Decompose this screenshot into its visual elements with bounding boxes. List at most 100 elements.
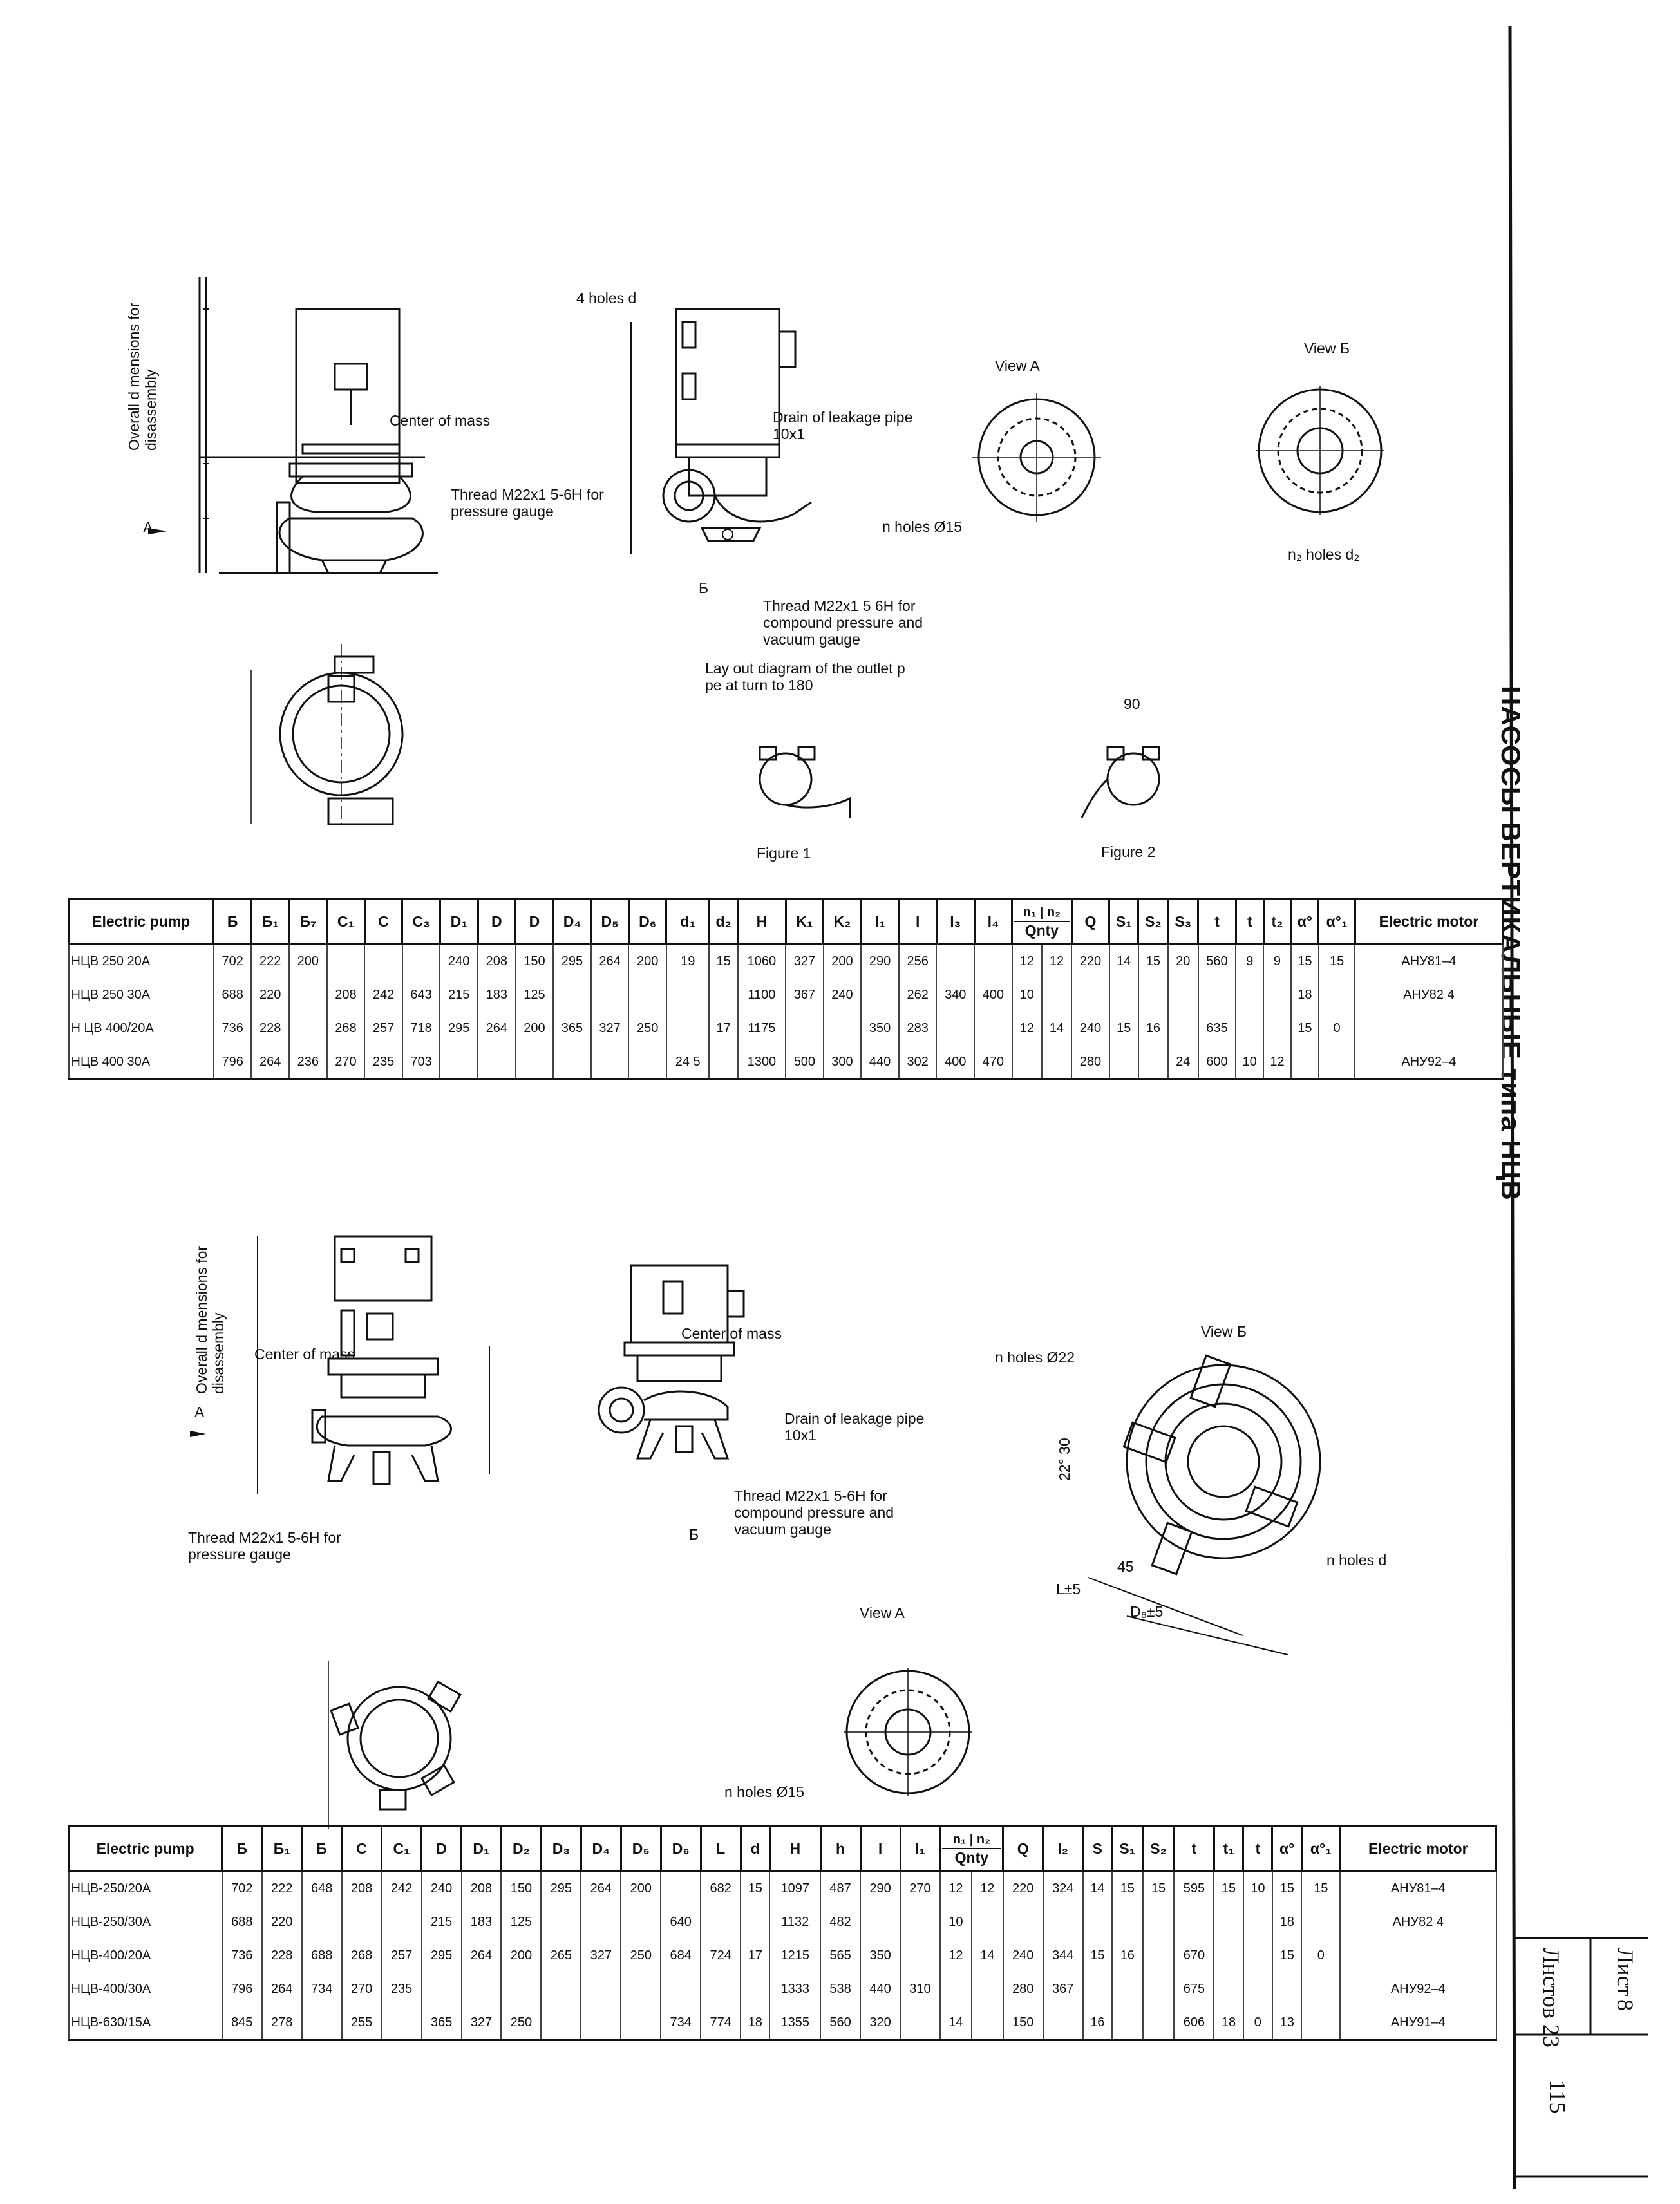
- table-header-cell: Electric pump: [67, 898, 215, 945]
- table-cell: 702: [212, 943, 252, 978]
- table-cell: 344: [1042, 1939, 1084, 1972]
- table-cell: 15: [1290, 943, 1319, 978]
- qnty-subheader: n₁ | n₂: [1014, 904, 1070, 922]
- table-cell: 675: [1173, 1972, 1215, 2006]
- table-cell: 262: [898, 978, 938, 1012]
- bottom-view-b-flange: [1088, 1354, 1321, 1655]
- table-header-cell: d: [739, 1825, 771, 1872]
- table-cell: [620, 1972, 662, 2006]
- pump-model-cell: НЦВ-630/15А: [68, 2006, 223, 2041]
- bottom-pump-front-view: [598, 1264, 745, 1460]
- table-cell: [381, 2006, 422, 2041]
- pump-model-cell: НЦВ 400 30А: [68, 1045, 214, 1080]
- table-cell: [1002, 1905, 1044, 1939]
- table-cell: [1271, 1972, 1303, 2006]
- table-cell: 268: [326, 1012, 366, 1045]
- table-cell: 365: [420, 2006, 462, 2041]
- table-cell: 10: [939, 1905, 972, 1939]
- table-cell: 222: [261, 1870, 303, 1905]
- table-cell: 240: [439, 943, 478, 978]
- table-cell: 12: [970, 1870, 1004, 1905]
- table-header-cell: Б₁: [250, 898, 290, 945]
- table-cell: [1071, 978, 1110, 1012]
- n-holes-label-top: n holes Ø15: [882, 518, 963, 535]
- table-cell: АНУ91–4: [1339, 2006, 1497, 2041]
- table-header-cell: α°₁: [1300, 1825, 1341, 1872]
- table-header-cell: C₁: [381, 1825, 423, 1872]
- table-cell: [1111, 2006, 1144, 2041]
- table-cell: 15: [1111, 1870, 1144, 1905]
- table-cell: [860, 978, 900, 1012]
- table-cell: [540, 1905, 582, 1939]
- table-cell: 350: [860, 1012, 900, 1045]
- stamp-sheet-number: 8: [1612, 1999, 1638, 2011]
- table-header-cell: S₂: [1137, 898, 1169, 945]
- table-cell: [970, 2006, 1004, 2041]
- table-cell: 264: [460, 1939, 502, 1972]
- table-cell: 15: [1137, 943, 1169, 978]
- table-cell: 18: [1213, 2006, 1244, 2041]
- top-view-a-flange: [972, 393, 1101, 522]
- table-cell: 367: [785, 978, 824, 1012]
- table-cell: 250: [500, 2006, 542, 2041]
- table-cell: 0: [1242, 2006, 1273, 2041]
- stamp-sheet-label: Лист: [1612, 1948, 1638, 1997]
- table-cell: 648: [301, 1870, 343, 1905]
- table-cell: [301, 1905, 343, 1939]
- table-header-cell: l₂: [1042, 1825, 1084, 1872]
- table-cell: 264: [261, 1972, 303, 2006]
- center-of-mass-label-bottom: Center of mass: [254, 1346, 355, 1362]
- table-cell: 220: [1002, 1870, 1044, 1905]
- table-header-cell: S₃: [1167, 898, 1200, 945]
- table-cell: 538: [820, 1972, 862, 2006]
- table-cell: 278: [261, 2006, 303, 2041]
- table-header-cell: t: [1242, 1825, 1274, 1872]
- table-cell: 12: [1263, 1045, 1292, 1080]
- table-cell: 200: [620, 1870, 662, 1905]
- table-cell: 295: [420, 1939, 462, 1972]
- table-cell: [1108, 978, 1139, 1012]
- table-cell: [1301, 1905, 1341, 1939]
- table-cell: 200: [822, 943, 862, 978]
- table-cell: [460, 1972, 502, 2006]
- table-header-cell: C: [363, 898, 404, 945]
- table-cell: 257: [381, 1939, 422, 1972]
- table-cell: 796: [221, 1972, 263, 2006]
- table-cell: [1082, 1905, 1113, 1939]
- table-cell: [1197, 978, 1237, 1012]
- table-cell: 10: [1242, 1870, 1273, 1905]
- table-cell: 200: [288, 943, 328, 978]
- table-cell: 365: [552, 1012, 592, 1045]
- four-holes-label: 4 holes d: [576, 290, 637, 306]
- table-cell: 500: [785, 1045, 824, 1080]
- table-header-cell: Б: [212, 898, 252, 945]
- table-cell: [552, 978, 592, 1012]
- table-cell: 1175: [737, 1012, 787, 1045]
- table-cell: 400: [974, 978, 1013, 1012]
- table-cell: 15: [1108, 1012, 1139, 1045]
- table-cell: [1137, 978, 1169, 1012]
- table-cell: [381, 1905, 422, 1939]
- table-cell: 565: [820, 1939, 862, 1972]
- table-cell: [580, 1972, 622, 2006]
- thread-pressure-label-top: Thread M22x1 5-6H for pressure gauge: [451, 486, 604, 520]
- table-cell: [740, 1972, 771, 2006]
- table-cell: [708, 1045, 739, 1080]
- table-cell: [900, 2006, 941, 2041]
- table-cell: [1042, 1905, 1084, 1939]
- table-header-cell: t₁: [1213, 1825, 1245, 1872]
- table-cell: [665, 978, 710, 1012]
- table-cell: 125: [500, 1905, 542, 1939]
- table-cell: 264: [477, 1012, 516, 1045]
- table-cell: 340: [936, 978, 976, 1012]
- table-cell: АНУ81–4: [1354, 943, 1504, 978]
- bottom-view-a-flange: [844, 1668, 972, 1796]
- table-header-cell: D₅: [619, 1825, 662, 1872]
- table-cell: 702: [221, 1870, 263, 1905]
- table-cell: 15: [1082, 1939, 1113, 1972]
- table-cell: [860, 1905, 901, 1939]
- table-cell: 12: [1041, 943, 1073, 978]
- table-header-cell: D: [420, 1825, 462, 1872]
